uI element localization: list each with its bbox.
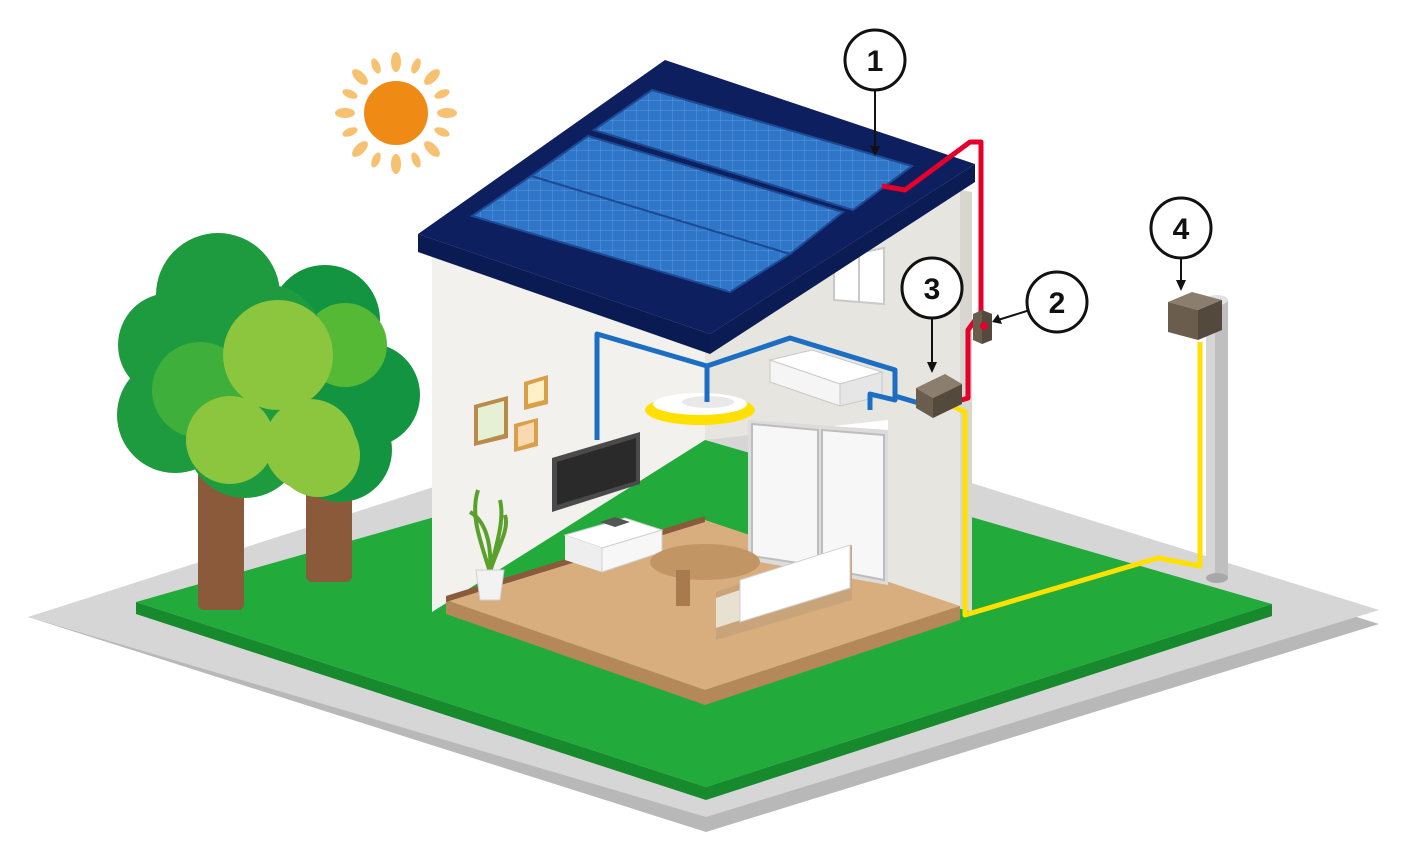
utility-pole [1206, 295, 1228, 583]
dc-cable [881, 139, 984, 407]
ceiling-lamp [645, 393, 755, 425]
solar-panel [591, 88, 915, 212]
callout-2-label: 2 [1049, 287, 1066, 320]
house-wiring-2 [706, 335, 898, 410]
solar-panel [469, 174, 793, 294]
coffee-table [650, 544, 760, 606]
callout-4: 4 [1149, 196, 1213, 291]
house-wiring [594, 331, 710, 440]
sliding-door [748, 420, 888, 585]
callout-1: 1 [843, 28, 907, 156]
connection-box [973, 310, 992, 344]
picture-frames [474, 375, 548, 452]
sofa [716, 544, 852, 640]
callout-1-label: 1 [867, 45, 884, 78]
roof-side-edge [710, 164, 975, 354]
electric-meter [1168, 292, 1222, 340]
callout-3-label: 3 [924, 273, 941, 306]
roof [418, 60, 975, 354]
tv-cabinet [563, 517, 664, 573]
floor-edge [446, 600, 960, 705]
solar-panels [469, 88, 915, 294]
sun-icon [335, 52, 457, 174]
callout-3: 3 [900, 256, 964, 373]
plant [468, 489, 509, 601]
power-conditioner [916, 374, 962, 418]
callout-4-label: 4 [1173, 213, 1190, 246]
tree-trunk [198, 470, 244, 610]
callout-2: 2 [992, 270, 1089, 334]
sun-disc [364, 81, 428, 145]
tree-foliage [117, 233, 356, 498]
tree-front [117, 233, 356, 610]
sun-rays [335, 52, 457, 174]
roof-front-edge [418, 234, 710, 354]
tv [552, 432, 640, 512]
ac-cable [946, 342, 1203, 618]
